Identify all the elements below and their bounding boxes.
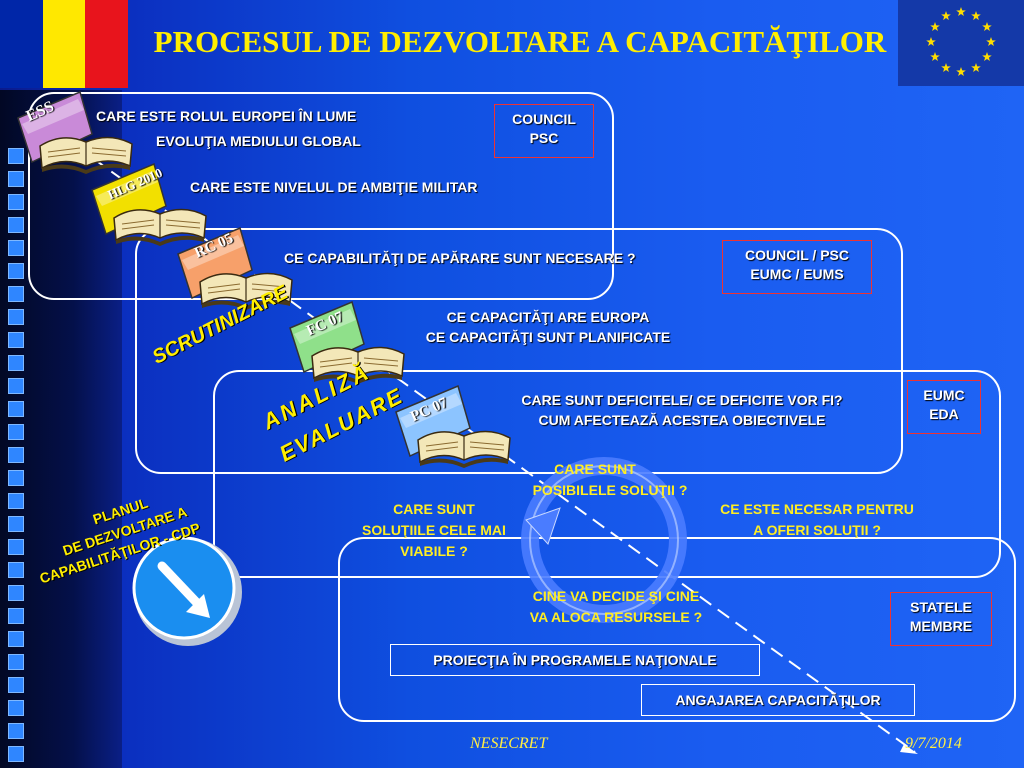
decorative-square-icon [8,608,24,624]
eu-star-icon [956,67,966,76]
eu-star-icon [930,52,940,61]
eu-flag-icon [898,0,1024,86]
decorative-square-icon [8,309,24,325]
folder-book-icon [395,384,511,468]
question-deficits: CARE SUNT DEFICITELE/ CE DEFICITE VOR FI… [521,392,843,408]
question-capabilities-needed: CE CAPABILITĂŢI DE APĂRARE SUNT NECESARE… [284,250,636,266]
actor-eumc-eda: EUMC EDA [907,380,981,434]
cycle-left-line2: SOLUŢIILE CELE MAI [362,522,506,538]
actor-line: COUNCIL [512,111,576,127]
decorative-square-icon [8,286,24,302]
actor-line: EDA [929,406,959,422]
decorative-square-icon [8,355,24,371]
eu-star-icon [986,37,996,46]
classification-label: NESECRET [470,735,548,752]
eu-star-icon [956,7,966,16]
actor-line: MEMBRE [909,618,973,634]
decorative-square-icon [8,631,24,647]
output-capability-commitment: ANGAJAREA CAPACITĂŢILOR [641,684,915,716]
eu-star-icon [971,11,981,21]
folder-book-icon [17,90,133,174]
frame-analysis [213,370,1001,578]
romanian-flag-icon [0,0,129,88]
decorative-square-icon [8,723,24,739]
folder-book-icon [289,300,405,384]
actor-line: PSC [529,130,559,146]
cycle-bottom-line2: VA ALOCA RESURSELE ? [529,609,703,625]
eu-star-icon [930,22,940,31]
decorative-square-icon [8,585,24,601]
decorative-square-icon [8,447,24,463]
question-role-europe: CARE ESTE ROLUL EUROPEI ÎN LUME [96,108,357,124]
actor-line: EUMC [923,387,965,403]
eu-star-icon [941,11,951,21]
frame-strategic [28,92,614,300]
cycle-top-line1: CARE SUNT [554,461,636,477]
decorative-square-icon [8,378,24,394]
eu-star-icon [982,22,992,31]
question-capabilities-europe: CE CAPACITĂŢI ARE EUROPA [446,309,650,325]
timeline-arrowhead-icon [900,744,918,754]
question-impact-objectives: CUM AFECTEAZĂ ACESTEA OBIECTIVELE [538,412,826,428]
actor-line: EUMC / EUMS [750,266,844,282]
decorative-square-icon [8,148,24,164]
decorative-square-icon [8,217,24,233]
question-capabilities-planned: CE CAPACITĂŢI SUNT PLANIFICATE [425,329,671,345]
decorative-square-icon [8,424,24,440]
cycle-right-line1: CE ESTE NECESAR PENTRU [720,501,914,517]
question-ambition-level: CARE ESTE NIVELUL DE AMBIŢIE MILITAR [190,179,478,195]
decorative-square-icon [8,700,24,716]
cycle-left-line3: VIABILE ? [400,543,468,559]
decorative-square-icon [8,677,24,693]
date-label: 9/7/2014 [905,735,962,752]
cycle-right-line2: A OFERI SOLUŢII ? [753,522,881,538]
cycle-bottom-line1: CINE VA DECIDE ŞI CINE [532,588,700,604]
decorative-square-icon [8,470,24,486]
question-global-environment: EVOLUŢIA MEDIULUI GLOBAL [156,133,361,149]
cycle-top-line2: POSIBILELE SOLUŢII ? [532,482,688,498]
actor-line: STATELE [910,599,972,615]
actor-member-states: STATELE MEMBRE [890,592,992,646]
eu-star-icon [941,63,951,72]
cycle-arrow-icon [521,457,687,623]
decorative-square-icon [8,194,24,210]
decorative-square-icon [8,516,24,532]
actor-council-psc: COUNCIL PSC [494,104,594,158]
page-title: PROCESUL DE DEZVOLTARE A CAPACITĂŢILOR [153,24,887,59]
decorative-square-icon [8,539,24,555]
decorative-square-icon [8,654,24,670]
decorative-square-icon [8,562,24,578]
decorative-square-icon [8,493,24,509]
decorative-square-icon [8,746,24,762]
decorative-square-icon [8,332,24,348]
actor-line: COUNCIL / PSC [745,247,849,263]
direction-sign-icon [132,536,242,646]
decorative-square-icon [8,263,24,279]
actor-council-eumc: COUNCIL / PSC EUMC / EUMS [722,240,872,294]
cycle-left-line1: CARE SUNT [393,501,475,517]
decorative-square-icon [8,401,24,417]
eu-star-icon [926,37,936,46]
eu-star-icon [982,52,992,61]
folder-book-icon [91,162,207,246]
decorative-square-icon [8,240,24,256]
eu-star-icon [971,63,981,72]
folder-book-icon [177,226,293,310]
output-national-programs: PROIECŢIA ÎN PROGRAMELE NAŢIONALE [390,644,760,676]
decorative-square-icon [8,171,24,187]
frame-capabilities [135,228,903,474]
